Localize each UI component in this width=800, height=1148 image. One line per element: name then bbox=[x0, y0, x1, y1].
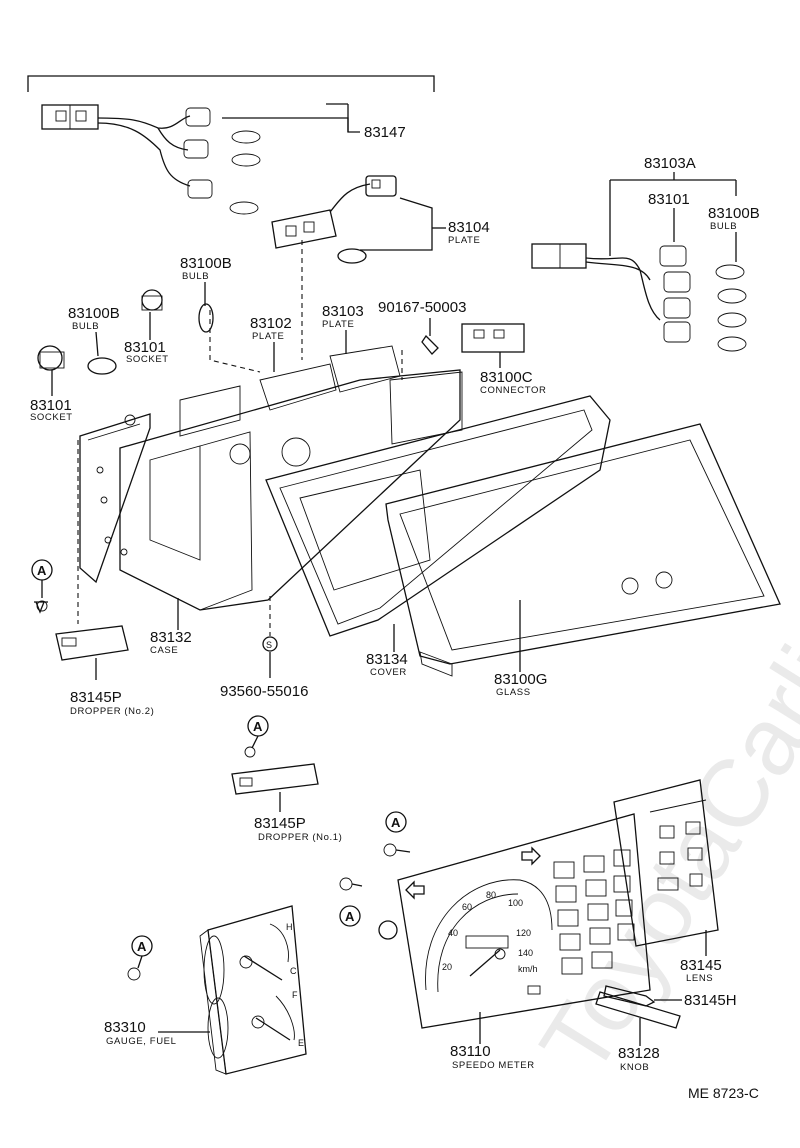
circle-mark-a-1: A bbox=[37, 563, 47, 578]
part-number-83128: 83128 bbox=[618, 1045, 660, 1062]
part-number-83310: 83310 bbox=[104, 1019, 146, 1036]
gauge-mark-h: H bbox=[286, 922, 293, 932]
part-number-83145P-no2: 83145P bbox=[70, 689, 122, 706]
part-number-83103A: 83103A bbox=[644, 155, 696, 172]
part-number-83101-left: 83101 bbox=[30, 397, 72, 414]
gauge-fuel-83310: A H C F E 83310 GAUGE, FUEL bbox=[104, 905, 307, 1075]
wire-harness-83147: 83147 bbox=[27, 75, 435, 215]
part-number-83145P-no1: 83145P bbox=[254, 815, 306, 832]
cluster-leaders: 83132 CASE 83134 COVER 83100G GLASS S 93… bbox=[77, 440, 547, 700]
dropper-no1-83145P: A 83145P DROPPER (No.1) bbox=[231, 715, 342, 843]
part-number-83132: 83132 bbox=[150, 629, 192, 646]
speedo-scale-20: 20 bbox=[442, 962, 452, 972]
part-name-83145P-no1: DROPPER (No.1) bbox=[258, 832, 342, 843]
speedo-scale-60: 60 bbox=[462, 902, 472, 912]
part-name-83102: PLATE bbox=[252, 331, 284, 342]
part-name-83100B-top: BULB bbox=[182, 271, 209, 282]
speedo-unit: km/h bbox=[518, 964, 538, 974]
part-name-83101-mid: SOCKET bbox=[126, 354, 169, 365]
warning-light-grid bbox=[553, 849, 635, 975]
part-name-83145P-no2: DROPPER (No.2) bbox=[70, 706, 154, 717]
plates-and-connector: 83102 PLATE 83103 PLATE 90167-50003 8310… bbox=[209, 240, 546, 396]
circle-mark-a-3: A bbox=[391, 815, 401, 830]
gauge-mark-c: C bbox=[290, 966, 297, 976]
reference-code: ME 8723-C bbox=[688, 1085, 759, 1101]
part-number-90167-50003: 90167-50003 bbox=[378, 299, 466, 316]
gauge-mark-e: E bbox=[298, 1038, 304, 1048]
part-number-83145H: 83145H bbox=[684, 992, 737, 1009]
part-name-83100B-right: BULB bbox=[710, 221, 737, 232]
part-number-83101-mid: 83101 bbox=[124, 339, 166, 356]
speedo-scale-120: 120 bbox=[516, 928, 531, 938]
plate-83104: 83104 PLATE bbox=[271, 175, 490, 264]
circle-mark-a-4: A bbox=[345, 909, 355, 924]
part-name-83128: KNOB bbox=[620, 1062, 649, 1073]
speedo-scale-40: 40 bbox=[448, 928, 458, 938]
part-number-83134: 83134 bbox=[366, 651, 408, 668]
part-name-83100B-left: BULB bbox=[72, 321, 99, 332]
part-name-83134: COVER bbox=[370, 667, 407, 678]
part-number-83145: 83145 bbox=[680, 957, 722, 974]
speedo-meter-83110: 20 40 60 80 100 120 140 km/h 83110 SPEED… bbox=[378, 813, 651, 1071]
speedo-scale-80: 80 bbox=[486, 890, 496, 900]
part-name-83100C: CONNECTOR bbox=[480, 385, 546, 396]
part-number-83104: 83104 bbox=[448, 219, 490, 236]
part-number-83102: 83102 bbox=[250, 315, 292, 332]
part-name-83103: PLATE bbox=[322, 319, 354, 330]
part-name-83101-left: SOCKET bbox=[30, 412, 73, 423]
speedo-scale-100: 100 bbox=[508, 898, 523, 908]
speedo-scale-140: 140 bbox=[518, 948, 533, 958]
harness-83103A: 83103A 83101 83100B BULB bbox=[531, 155, 760, 352]
part-number-83100B-left: 83100B bbox=[68, 305, 120, 322]
part-number-83101-right: 83101 bbox=[648, 191, 690, 208]
part-number-83103: 83103 bbox=[322, 303, 364, 320]
watermark: ToyotaCarline.ru bbox=[520, 443, 800, 1092]
bulbs-and-sockets: 83100B BULB 83101 SOCKET 83100B BULB 831… bbox=[30, 255, 232, 423]
part-number-83110: 83110 bbox=[450, 1043, 491, 1060]
gauge-mark-f: F bbox=[292, 990, 298, 1000]
part-number-83100C: 83100C bbox=[480, 369, 533, 386]
part-name-83100G: GLASS bbox=[496, 687, 531, 698]
part-name-83310: GAUGE, FUEL bbox=[106, 1036, 176, 1047]
circle-mark-a-2: A bbox=[253, 719, 263, 734]
part-number-93560-55016: 93560-55016 bbox=[220, 683, 308, 700]
circle-mark-s: S bbox=[266, 640, 272, 650]
part-number-83100B-right: 83100B bbox=[708, 205, 760, 222]
part-name-83104: PLATE bbox=[448, 235, 480, 246]
speedo-screws: A A bbox=[339, 811, 411, 927]
cluster-housing bbox=[79, 345, 781, 677]
part-name-83110: SPEEDO METER bbox=[452, 1060, 535, 1071]
lens-83145: 83145 LENS bbox=[613, 779, 722, 984]
part-number-83100B-top: 83100B bbox=[180, 255, 232, 272]
part-name-83145: LENS bbox=[686, 973, 713, 984]
part-name-83132: CASE bbox=[150, 645, 178, 656]
circle-mark-a-5: A bbox=[137, 939, 147, 954]
part-number-83147: 83147 bbox=[364, 124, 406, 141]
part-number-83100G: 83100G bbox=[494, 671, 547, 688]
dropper-no2-83145P: A 83145P DROPPER (No.2) bbox=[31, 559, 154, 717]
knob-83128: 83145H 83128 KNOB bbox=[595, 985, 737, 1073]
